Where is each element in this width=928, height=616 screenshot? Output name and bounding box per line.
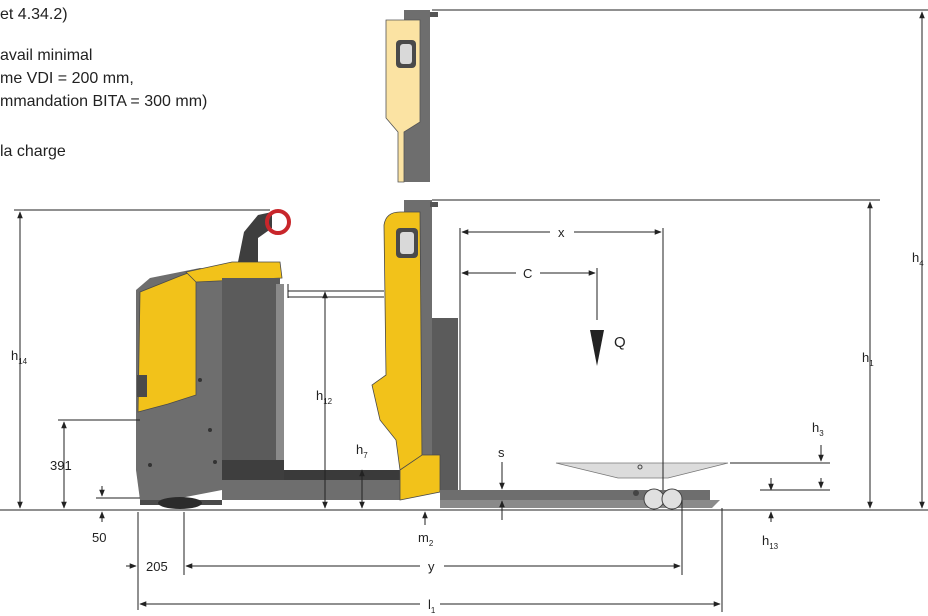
steering-column xyxy=(238,212,272,262)
rear-light xyxy=(137,375,147,397)
label-h3: h3 xyxy=(812,420,824,438)
label-q: Q xyxy=(614,334,626,351)
fork-lifted-pivot xyxy=(637,464,643,470)
note-line-5: la charge xyxy=(0,143,66,160)
detail-dot-1 xyxy=(198,378,202,382)
label-50: 50 xyxy=(92,530,106,545)
raised-mast-window-glass xyxy=(400,44,412,64)
label-m2: m2 xyxy=(418,530,434,548)
load-arrow-icon xyxy=(590,330,604,366)
platform-floor xyxy=(222,480,400,500)
dim-50: 50 xyxy=(92,486,140,545)
raised-mast xyxy=(385,10,438,183)
dim-x: x xyxy=(459,225,664,490)
dim-205-y: 205 y xyxy=(126,500,683,610)
dim-h4: h4 xyxy=(432,9,928,509)
dim-h12: h12 xyxy=(287,284,384,509)
dim-h3: h3 xyxy=(730,420,830,491)
load-q: Q xyxy=(590,330,626,366)
dim-s: s xyxy=(498,445,505,520)
label-h1: h1 xyxy=(862,350,874,368)
step-plate xyxy=(222,460,284,480)
lowered-mast xyxy=(371,200,458,501)
raised-mast-cap xyxy=(430,12,438,17)
rear-wheel xyxy=(158,497,202,509)
detail-dot-3 xyxy=(148,463,152,467)
label-l1: l1 xyxy=(428,597,436,615)
dim-l1: l1 xyxy=(139,508,723,615)
mast-guard xyxy=(371,211,423,471)
note-line-2: avail minimal xyxy=(0,47,93,64)
label-s: s xyxy=(498,445,505,460)
load-wheel-2 xyxy=(661,488,683,510)
dim-h1: h1 xyxy=(432,199,880,509)
load-wheel-1 xyxy=(643,488,665,510)
detail-dot-2 xyxy=(208,428,212,432)
rear-cover xyxy=(137,269,197,413)
forks xyxy=(440,462,729,510)
label-h12: h12 xyxy=(316,388,333,406)
steering-handle xyxy=(265,209,291,235)
note-line-3: me VDI = 200 mm, xyxy=(0,70,134,87)
detail-dot-4 xyxy=(213,460,217,464)
dim-m2: m2 xyxy=(418,511,434,548)
label-h4: h4 xyxy=(912,250,924,268)
platform-mat xyxy=(284,470,400,480)
mast-cap xyxy=(430,202,438,207)
dim-h13: h13 xyxy=(762,478,779,551)
dim-h7: h7 xyxy=(356,442,368,509)
front-yellow-body xyxy=(399,454,441,501)
note-line-1: et 4.34.2) xyxy=(0,6,68,23)
mast-window-glass xyxy=(400,232,414,254)
label-205: 205 xyxy=(146,559,168,574)
note-line-4: mmandation BITA = 300 mm) xyxy=(0,93,208,110)
label-y: y xyxy=(428,559,435,574)
operator-pillar-edge xyxy=(276,284,284,480)
dim-391: 391 xyxy=(50,419,140,509)
label-h14: h14 xyxy=(11,348,28,366)
fork-arm xyxy=(440,490,710,500)
label-x: x xyxy=(558,225,565,240)
operator-pillar xyxy=(222,278,280,480)
dim-h14: h14 xyxy=(11,209,270,509)
label-391: 391 xyxy=(50,458,72,473)
label-c: C xyxy=(523,266,532,281)
fork-pin xyxy=(633,490,639,496)
truck-body xyxy=(136,209,400,509)
top-panel xyxy=(185,261,283,283)
label-h13: h13 xyxy=(762,533,779,551)
label-h7: h7 xyxy=(356,442,368,460)
dim-c: C xyxy=(461,266,598,320)
fork-lifted-outline xyxy=(555,462,729,479)
